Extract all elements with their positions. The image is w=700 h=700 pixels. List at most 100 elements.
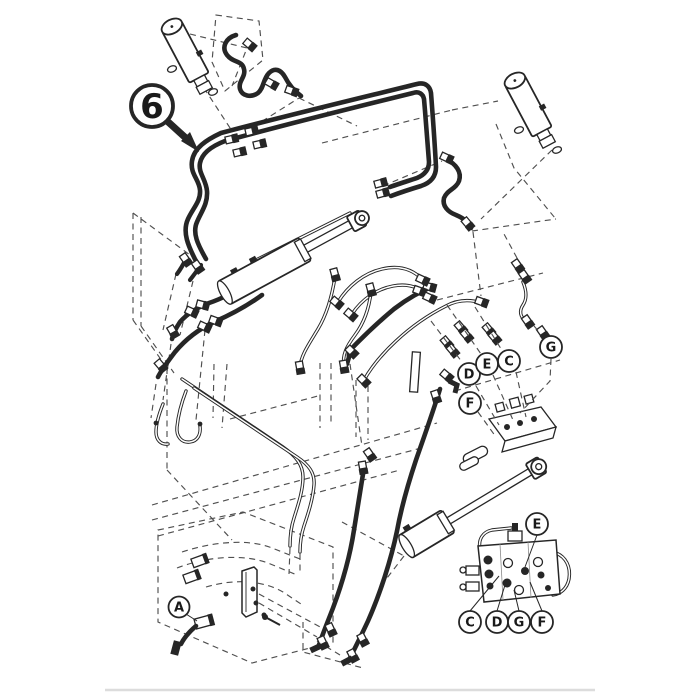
lift-cylinder-right: [503, 71, 557, 150]
dash-line: [503, 233, 518, 259]
dash-line: [195, 329, 206, 421]
clevis-hole: [535, 463, 543, 471]
cap-dot: [513, 79, 517, 82]
dash-line: [150, 383, 157, 419]
fitting: [421, 290, 439, 306]
callouts-valve-block: E C D G F: [458, 512, 554, 634]
hose-fittings: [152, 36, 491, 665]
steel-tubes: [153, 211, 528, 554]
dash-line: [495, 123, 556, 219]
callout6-arrowhead: [181, 132, 199, 152]
callout-label-a: A: [174, 601, 184, 616]
cylinder-rod: [445, 466, 535, 526]
dash-line: [151, 446, 426, 521]
dash-leader: [474, 306, 504, 353]
tube-core: [155, 403, 169, 445]
spool-cap-end: [459, 583, 467, 591]
screw-head: [262, 614, 268, 620]
callout-circle-block-f: [530, 610, 554, 634]
dash-line: [189, 33, 248, 87]
callout-label-d: D: [464, 368, 475, 383]
block-body: [477, 539, 561, 603]
hoses: [155, 32, 474, 661]
barrel-collar: [293, 238, 312, 263]
block-seam: [527, 541, 532, 599]
dash-leader: [533, 325, 542, 335]
bolt: [223, 591, 229, 597]
callout-circle-g: [539, 335, 563, 359]
callout-circle-block-c: [458, 610, 482, 634]
block-seam: [499, 543, 504, 601]
cylinder-port: [402, 523, 412, 533]
leader-e: [524, 534, 538, 568]
elbow-fitting: [182, 568, 202, 585]
tube: [298, 275, 337, 369]
callout-item6: 6: [129, 83, 199, 152]
s-hose-right: [441, 156, 474, 231]
o-ring: [551, 144, 563, 156]
dash-line: [166, 469, 233, 541]
tube-end-fitting: [197, 421, 203, 427]
spool-cap: [465, 581, 480, 592]
callout-label-block-d: D: [492, 616, 503, 631]
rod-clevis: [195, 79, 214, 96]
hose-tip: [340, 655, 354, 667]
dash-line: [151, 422, 438, 506]
leader-c: [469, 575, 500, 612]
cylinder-port: [195, 49, 204, 57]
port-g: [513, 584, 525, 596]
dash-line: [179, 280, 194, 336]
barrel-cap: [398, 533, 416, 559]
dash-leader: [519, 358, 552, 414]
callout-label-g: G: [546, 341, 557, 356]
dashed-alignment-lines: [132, 14, 561, 579]
o-ring: [166, 63, 178, 75]
top-center-hose: [222, 32, 304, 99]
screw-shaft: [266, 617, 281, 626]
dash-line: [221, 363, 228, 429]
tube-core: [363, 299, 483, 381]
valve-port: [531, 416, 537, 422]
lower-cylinder: [398, 456, 548, 559]
callout-label-e: E: [483, 358, 492, 373]
port: [545, 585, 551, 591]
dash-line: [162, 273, 177, 331]
fitting: [473, 294, 491, 310]
dash-leader: [492, 374, 514, 421]
item6-hose-outer: [183, 81, 439, 266]
valve-block: [459, 523, 572, 612]
rod-clevis: [538, 133, 557, 150]
port-e: [521, 567, 529, 575]
fitting: [374, 186, 392, 200]
callout-circle-a: [167, 595, 191, 619]
dash-box-top-hose: [211, 14, 264, 92]
dash-line: [162, 343, 172, 401]
fitting: [241, 36, 259, 54]
standpipe: [408, 351, 422, 393]
item6-hose-inner: [192, 90, 432, 262]
dec-chains: [430, 304, 552, 438]
dash-line: [451, 100, 499, 111]
elbow-fitting: [190, 552, 210, 569]
tube-core: [299, 276, 336, 368]
valve-spool: [459, 456, 480, 471]
callout6-arrow-shaft: [163, 117, 191, 143]
bottom-hose-left: [316, 471, 366, 648]
frame-dashed-outline: [157, 511, 364, 669]
spool-cap-end: [459, 566, 467, 574]
mounting-bracket: [241, 566, 258, 618]
barrel-hose: [155, 292, 265, 380]
dash-line: [288, 547, 291, 575]
valve-cap: [494, 401, 506, 413]
fitting: [293, 360, 307, 376]
dash-line: [480, 149, 553, 220]
leader-g: [513, 589, 520, 612]
callout-label-block-e: E: [533, 518, 542, 533]
hose-tip: [309, 642, 323, 654]
fitting: [328, 266, 342, 284]
callout-label-block-g: G: [514, 616, 525, 631]
tube-core: [342, 291, 372, 367]
dash-line: [258, 593, 323, 629]
